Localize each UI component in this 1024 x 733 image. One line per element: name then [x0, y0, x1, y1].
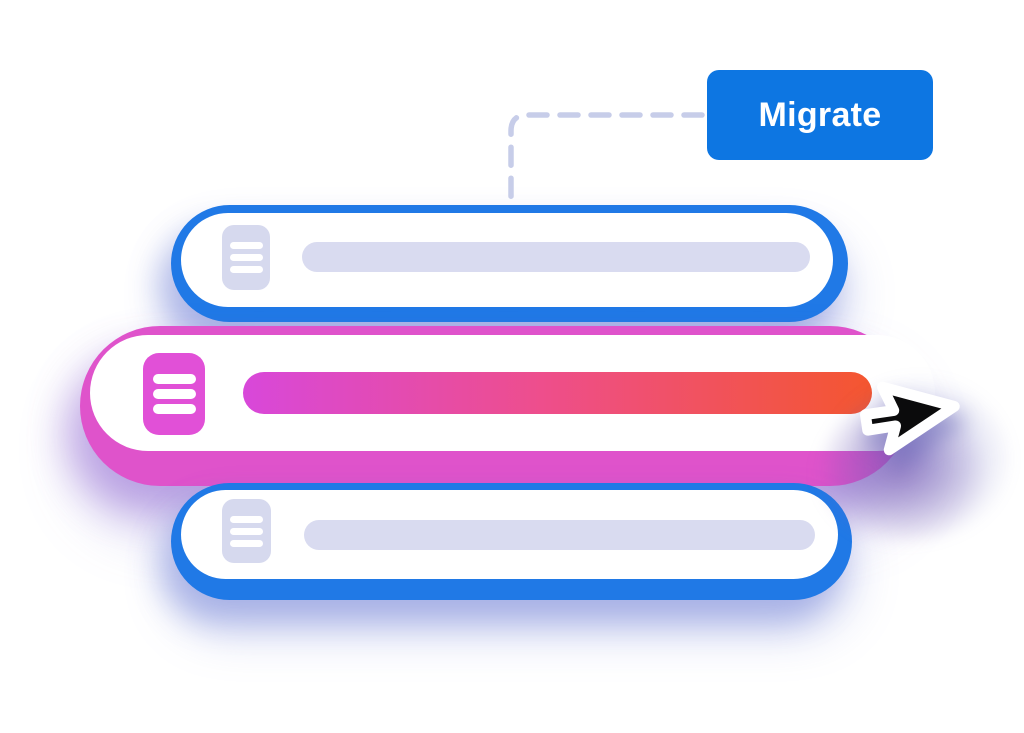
row-3[interactable]	[181, 490, 838, 579]
row-2[interactable]	[90, 335, 935, 451]
list-icon	[222, 499, 271, 563]
list-icon	[222, 225, 270, 290]
migrate-button[interactable]: Migrate	[707, 70, 933, 160]
row-3-placeholder-bar	[304, 520, 815, 550]
list-icon	[143, 353, 205, 435]
row-1-placeholder-bar	[302, 242, 810, 272]
row-2-progress-bar	[243, 372, 872, 414]
row-1[interactable]	[181, 213, 833, 307]
